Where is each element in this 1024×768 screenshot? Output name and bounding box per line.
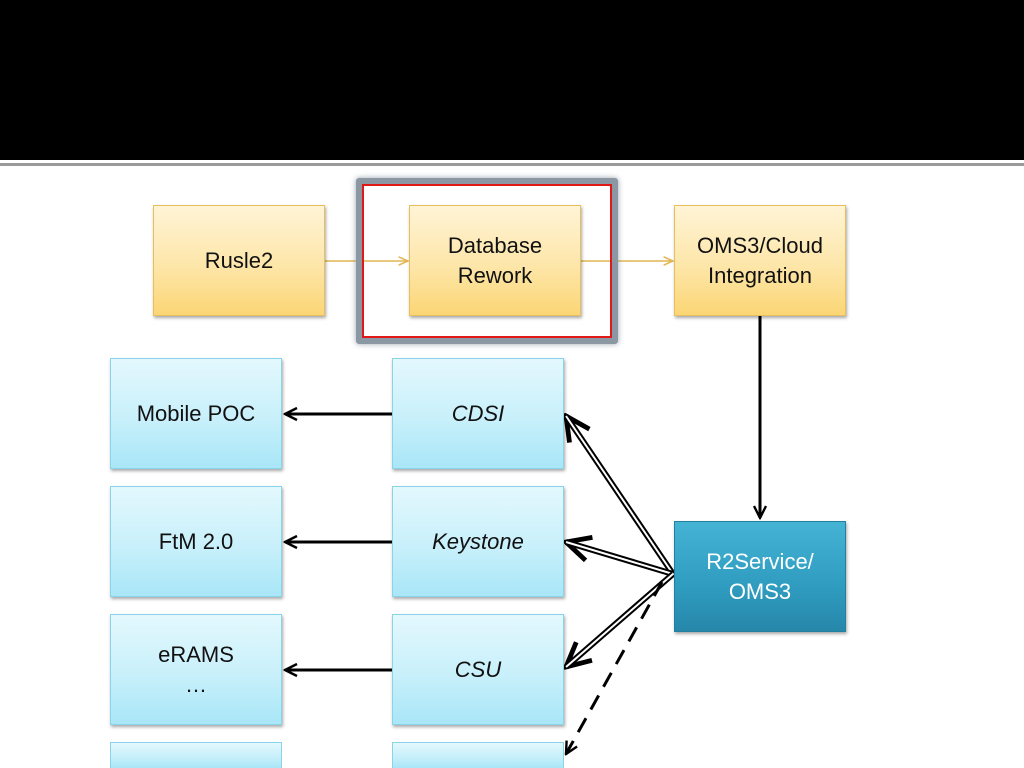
- highlight-red-outline: [362, 184, 612, 338]
- oms3-cloud-integration-box: OMS3/Cloud Integration: [674, 205, 846, 316]
- mobile-poc-box: Mobile POC: [110, 358, 282, 469]
- cdsi-box: CDSI: [392, 358, 564, 469]
- arrow-hub-to-csu: [566, 571, 675, 667]
- left-bottom-partial-box: [110, 742, 282, 768]
- arrow-hub-to-cdsi: [566, 416, 676, 576]
- erams-box: eRAMS …: [110, 614, 282, 725]
- r2service-oms3-box: R2Service/ OMS3: [674, 521, 846, 632]
- middle-bottom-partial-box: [392, 742, 564, 768]
- ftm-box: FtM 2.0: [110, 486, 282, 597]
- title-bar: [0, 0, 1024, 160]
- database-rework-box: Database Rework: [409, 205, 581, 316]
- keystone-box: Keystone: [392, 486, 564, 597]
- arrow-hub-to-keystone: [566, 542, 674, 577]
- title-divider: [0, 163, 1024, 166]
- arrow-hub-to-bottom-dashed: [564, 581, 664, 754]
- database-rework-highlight: [356, 178, 618, 344]
- csu-box: CSU: [392, 614, 564, 725]
- rusle2-box: Rusle2: [153, 205, 325, 316]
